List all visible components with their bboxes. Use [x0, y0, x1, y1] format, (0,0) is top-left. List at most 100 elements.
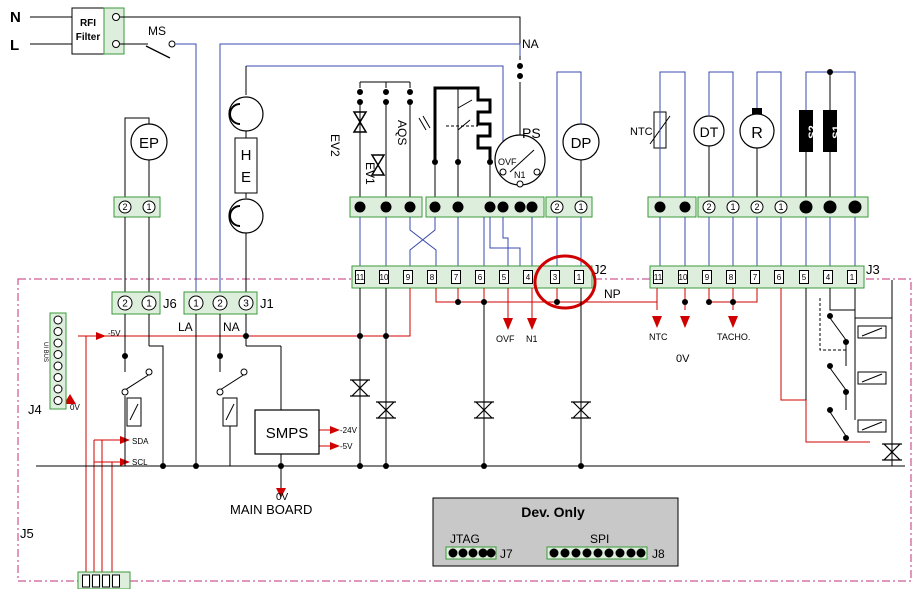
- j2-pins-pin-label: 6: [478, 273, 483, 282]
- j5-pins-pin: [92, 574, 100, 588]
- j4-label: J4: [28, 402, 42, 417]
- j4-pin: [53, 327, 63, 336]
- j7-label: J7: [500, 547, 513, 561]
- main-board-outline: [17, 278, 912, 582]
- smps-label: SMPS: [266, 425, 309, 442]
- rfi-label-line2: Filter: [76, 32, 101, 43]
- j1-pins-pin-label: 2: [217, 299, 223, 310]
- top-ntc-pins-pin: [679, 201, 691, 213]
- s1-coil: [823, 110, 837, 152]
- scl-label: SCL: [132, 458, 148, 467]
- top-mid-pins-pin: [497, 201, 509, 213]
- j8-pins-pin: [626, 548, 636, 558]
- j7-pins-pin: [486, 548, 496, 558]
- j4-connector: [49, 312, 67, 410]
- na-top-label: NA: [522, 37, 539, 51]
- ep-pins-pin: [142, 200, 156, 214]
- j4-pins: [53, 315, 63, 405]
- j5-pins-pin: [82, 574, 90, 588]
- j3-pins-pin: [726, 270, 736, 284]
- j2-pins-pin: [523, 270, 533, 284]
- j6-pins-pin-label: 1: [146, 299, 152, 310]
- ui-0v-label: 0V: [70, 403, 80, 412]
- j7-pins-pin: [478, 548, 488, 558]
- mains-l-label: L: [10, 37, 19, 54]
- j1-pins-pin: [238, 295, 254, 311]
- j3-pins-pin-label: 10: [679, 273, 688, 282]
- j3-pins-pin-label: 6: [777, 273, 782, 282]
- j1-pins-pin-label: 3: [243, 299, 249, 310]
- sda-label: SDA: [132, 437, 149, 446]
- j2-pins-pin-label: 7: [454, 273, 459, 282]
- dp-pins-pin-label: 1: [578, 202, 583, 212]
- j2-pins-pin: [451, 270, 461, 284]
- heater-h-label: H: [241, 147, 252, 164]
- valve-connector-pins: [354, 201, 416, 213]
- ev2-label: EV2: [328, 134, 342, 157]
- ep-pins-pin: [118, 200, 132, 214]
- j2-pins-pin-label: 4: [526, 273, 531, 282]
- j3-pins-pin: [750, 270, 760, 284]
- j2-pins: 1110987654321: [355, 270, 584, 284]
- out-tacho-label: TACHO.: [717, 332, 750, 342]
- top-right-pins-pin-label: 1: [730, 202, 735, 212]
- j2-pins-pin: [427, 270, 437, 284]
- na-relay: [216, 356, 248, 466]
- spi-label: SPI: [590, 532, 609, 546]
- top-right-pins-pin: [726, 200, 740, 214]
- j2-pins-pin-label: 5: [502, 273, 507, 282]
- ms-label: MS: [148, 24, 166, 38]
- j4-pin: [53, 350, 63, 359]
- jtag-label: JTAG: [450, 532, 480, 546]
- s1-label: S1: [831, 125, 843, 138]
- j2-pins-pin: [574, 270, 584, 284]
- j3-pins-pin-label: 5: [802, 273, 807, 282]
- j3-pins-pin: [847, 270, 857, 284]
- j6-pins-pin: [141, 295, 157, 311]
- top-mid-pins-pin: [514, 201, 526, 213]
- j4-pin: [53, 315, 63, 325]
- rfi-filter-block: [71, 7, 105, 55]
- j8-pins-pin: [604, 548, 614, 558]
- top-right-pins-pin: [799, 200, 813, 214]
- heater-e-label: E: [241, 169, 251, 186]
- motor-relay-bank: [805, 298, 887, 441]
- j3-pins-pin: [678, 270, 688, 284]
- j8-pins-pin: [615, 548, 625, 558]
- dp-pins-pin: [550, 200, 564, 214]
- j2-pins-pin: [403, 270, 413, 284]
- top-right-pins-pin-label: 2: [706, 202, 711, 212]
- mains-n-label: N: [10, 9, 21, 26]
- j6-pins-pin-label: 2: [122, 299, 128, 310]
- j3-pins-pin-label: 8: [729, 273, 734, 282]
- top-mid-pins-pin: [429, 201, 441, 213]
- j8-pins-pin: [582, 548, 592, 558]
- j4-pin: [53, 396, 63, 405]
- j2-pins-pin: [379, 270, 389, 284]
- top-mid-pins-pin: [484, 201, 496, 213]
- triacs: [350, 379, 902, 461]
- ep-relay: [121, 356, 153, 466]
- j3-pins-pin: [774, 270, 784, 284]
- j2-pins-pin: [355, 270, 365, 284]
- main-board-label: MAIN BOARD: [230, 502, 312, 517]
- j4-pin: [53, 361, 63, 371]
- j7-pins: [448, 548, 496, 558]
- j6-label: J6: [163, 296, 177, 311]
- top-left-pins-pin: [380, 201, 392, 213]
- j8-pins-pin: [593, 548, 603, 558]
- j2-pins-pin-label: 3: [553, 273, 558, 282]
- ui-bus-label: UI BUS: [42, 342, 48, 362]
- out-n1-label: N1: [526, 334, 538, 344]
- top-left-pins-pin: [404, 201, 416, 213]
- j5-label: J5: [20, 526, 34, 541]
- j3-pins-pin-label: 9: [705, 273, 710, 282]
- top-right-pins-pin: [823, 200, 837, 214]
- ps-n1-label: N1: [514, 170, 526, 180]
- ui-5v-label: -5V: [108, 329, 121, 338]
- dp-label: DP: [571, 135, 592, 152]
- j2-pins-pin: [499, 270, 509, 284]
